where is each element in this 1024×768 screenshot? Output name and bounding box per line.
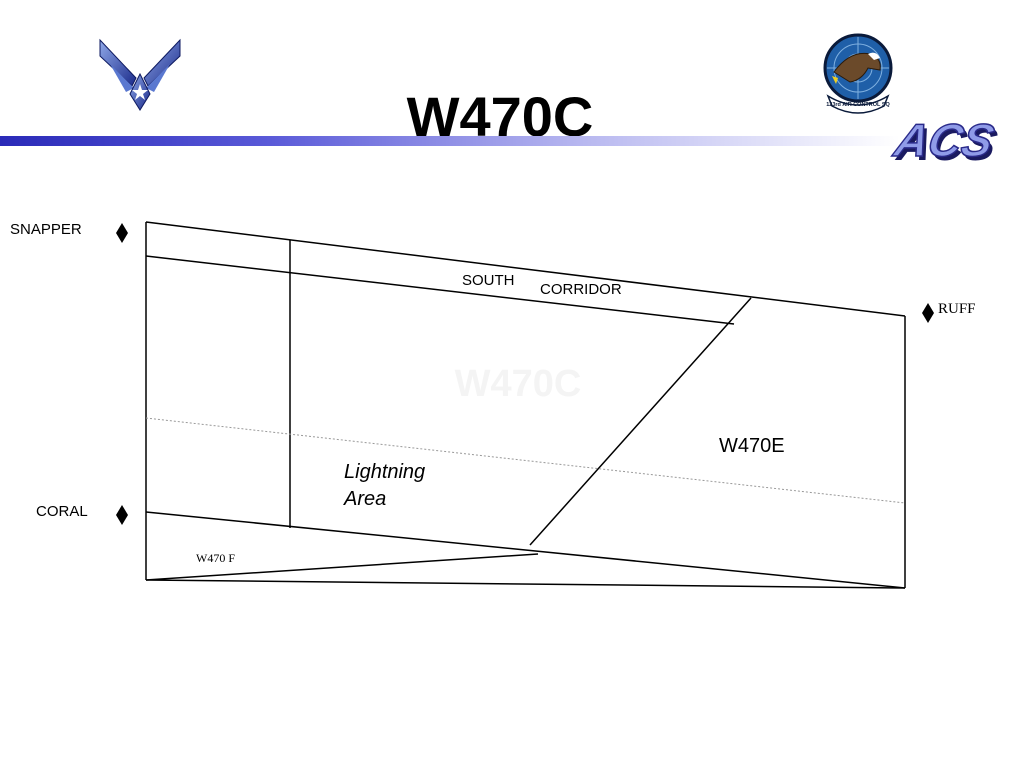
acs-logo-shadow: ACS bbox=[893, 118, 1002, 169]
boundary-bottom bbox=[145, 579, 906, 589]
corridor-label-south: SOUTH bbox=[462, 272, 515, 289]
acs-logo: ACS ACS bbox=[889, 114, 1002, 170]
waypoint-ruff-label: RUFF bbox=[938, 301, 976, 317]
lightning-area-label-line2: Area bbox=[344, 488, 387, 510]
header-bar bbox=[0, 136, 900, 146]
w470c-watermark: W470C bbox=[455, 363, 582, 405]
squadron-patch-icon: 123rd AIR CONTROL SQ bbox=[823, 33, 893, 114]
waypoint-coral-label: CORAL bbox=[36, 503, 88, 520]
snapper-diamond-icon bbox=[116, 223, 128, 243]
waypoint-snapper-label: SNAPPER bbox=[10, 221, 82, 238]
boundary-top bbox=[145, 221, 906, 317]
squadron-patch-label: 123rd AIR CONTROL SQ bbox=[826, 102, 890, 108]
acs-logo-text: ACS bbox=[889, 114, 998, 165]
area-w470e-label: W470E bbox=[719, 435, 785, 457]
w470f-upper-line bbox=[145, 553, 539, 581]
area-w470f-label: W470 F bbox=[196, 551, 235, 565]
ruff-diamond-icon bbox=[922, 303, 934, 323]
air-force-logo bbox=[99, 38, 181, 111]
lightning-area-label-line1: Lightning bbox=[344, 461, 426, 483]
coral-diamond-icon bbox=[116, 505, 128, 525]
w470e-boundary-line bbox=[529, 297, 752, 546]
dotted-divider-line bbox=[145, 417, 906, 504]
corridor-label-corridor: CORRIDOR bbox=[540, 281, 622, 298]
coral-line bbox=[145, 511, 906, 589]
corridor-lower-line bbox=[145, 255, 735, 325]
